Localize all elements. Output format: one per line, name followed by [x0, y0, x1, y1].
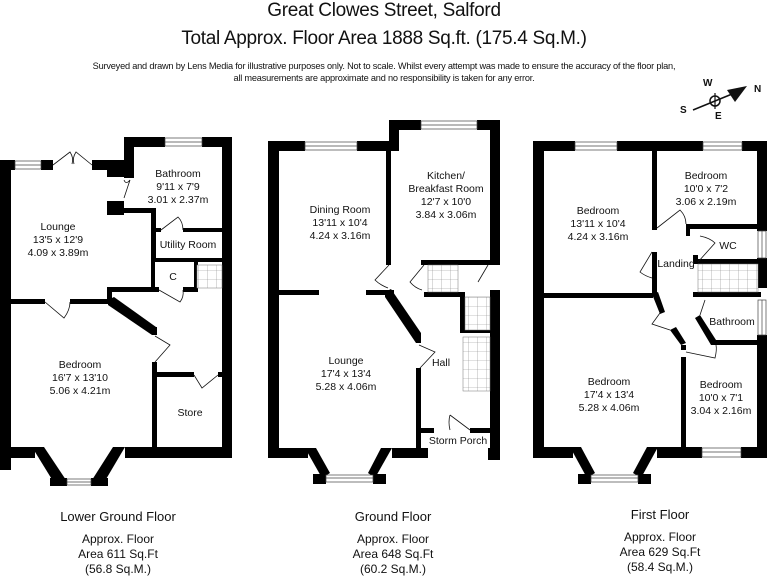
first-floor-stairs: [697, 263, 759, 293]
room-label: Store: [177, 407, 202, 419]
room-dimension-imperial: 13'11 x 10'4: [570, 218, 625, 230]
property-title: Great Clowes Street, Salford: [267, 0, 501, 21]
room-dimension-metric: 4.09 x 3.89m: [28, 247, 89, 259]
room-label: Storm Porch: [429, 435, 488, 447]
room-label: Bedroom: [685, 170, 728, 182]
total-floor-area: Total Approx. Floor Area 1888 Sq.ft. (17…: [181, 28, 587, 49]
compass-icon: [692, 86, 747, 111]
room-dimension-metric: 3.04 x 2.16m: [691, 405, 752, 417]
floor-area-line-2: Area 648 Sq.Ft: [352, 547, 434, 561]
room-dimension-metric: 5.28 x 4.06m: [579, 402, 640, 414]
floor-area-line-3: (60.2 Sq.M.): [359, 562, 427, 576]
room-label-line-2: Breakfast Room: [408, 183, 484, 195]
room-dimension-imperial: 13'5 x 12'9: [33, 234, 83, 246]
room-label: Bathroom: [155, 168, 201, 180]
room-dimension-metric: 4.24 x 3.16m: [310, 230, 371, 242]
ground-floor-windows: [304, 120, 478, 483]
compass-west: W: [703, 78, 713, 89]
room-label: Lounge: [328, 355, 363, 367]
compass-east: E: [715, 111, 722, 122]
compass-rose: W N S E: [675, 78, 765, 128]
ground-floor-caption: Ground Floor Approx. Floor Area 648 Sq.F…: [318, 509, 468, 577]
floor-area-line-2: Area 611 Sq.Ft: [78, 547, 158, 561]
room-label: Utility Room: [160, 239, 217, 251]
room-dimension-imperial: 16'7 x 13'10: [52, 372, 108, 384]
room-label: Bedroom: [577, 205, 620, 217]
lower-ground-stairs: [196, 264, 223, 289]
room-label: Bedroom: [700, 379, 743, 391]
ground-stairs-upper: [427, 264, 459, 293]
room-labels: Lounge 13'5 x 12'9 4.09 x 3.89m Bathroom…: [28, 168, 755, 447]
floor-area-line-1: Approx. Floor: [81, 532, 155, 546]
room-label: Hall: [432, 357, 450, 369]
floor-area-line-3: (56.8 Sq.M.): [84, 562, 152, 576]
lower-ground-floor-caption: Lower Ground Floor Approx. Floor Area 61…: [40, 509, 196, 577]
compass-south: S: [680, 105, 687, 116]
ground-stairs-lower: [462, 336, 491, 392]
room-label: Lounge: [40, 221, 75, 233]
room-label: Bedroom: [588, 376, 631, 388]
ground-floor-plan: [268, 120, 500, 484]
room-dimension-imperial: 12'7 x 10'0: [421, 196, 471, 208]
floor-name: Lower Ground Floor: [60, 509, 176, 524]
floor-area-line-2: Area 629 Sq.Ft: [619, 545, 701, 559]
room-dimension-imperial: 17'4 x 13'4: [321, 368, 371, 380]
floor-area-line-1: Approx. Floor: [356, 532, 430, 546]
room-label: WC: [719, 240, 737, 252]
lower-ground-windows: [14, 137, 203, 486]
room-dimension-metric: 5.06 x 4.21m: [50, 385, 111, 397]
room-dimension-imperial: 17'4 x 13'4: [584, 389, 634, 401]
room-dimension-imperial: 9'11 x 7'9: [156, 181, 200, 193]
room-dimension-imperial: 10'0 x 7'2: [684, 183, 728, 195]
floor-name: First Floor: [630, 507, 690, 522]
disclaimer-line-1: Surveyed and drawn by Lens Media for ill…: [92, 61, 676, 71]
room-label: Dining Room: [310, 204, 371, 216]
room-dimension-metric: 3.06 x 2.19m: [676, 196, 737, 208]
floor-name: Ground Floor: [354, 509, 432, 524]
lower-ground-doors: [44, 151, 219, 389]
room-dimension-metric: 3.84 x 3.06m: [416, 209, 477, 221]
room-dimension-metric: 4.24 x 3.16m: [568, 231, 629, 243]
room-label: Bathroom: [709, 316, 755, 328]
room-label: C: [169, 271, 177, 283]
room-label: Landing: [657, 258, 695, 270]
room-dimension-metric: 5.28 x 4.06m: [316, 381, 377, 393]
floor-area-line-3: (58.4 Sq.M.): [626, 560, 694, 574]
first-floor-windows: [574, 141, 767, 483]
room-label: Bedroom: [59, 359, 102, 371]
disclaimer: Surveyed and drawn by Lens Media for ill…: [0, 60, 768, 84]
ground-floor-doors: [374, 264, 489, 431]
disclaimer-line-2: all measurements are approximate and no …: [233, 73, 535, 83]
floor-area-line-1: Approx. Floor: [623, 530, 697, 544]
first-floor-caption: First Floor Approx. Floor Area 629 Sq.Ft…: [590, 507, 730, 575]
room-dimension-imperial: 10'0 x 7'1: [699, 392, 743, 404]
ground-stairs-mid: [464, 296, 491, 331]
room-label: Kitchen/: [427, 170, 465, 182]
lower-ground-floor-plan: [0, 137, 232, 486]
compass-north: N: [754, 84, 762, 95]
first-floor-plan: [533, 141, 767, 484]
room-dimension-imperial: 13'11 x 10'4: [312, 217, 367, 229]
room-dimension-metric: 3.01 x 2.37m: [148, 194, 209, 206]
first-floor-doors: [639, 209, 717, 359]
